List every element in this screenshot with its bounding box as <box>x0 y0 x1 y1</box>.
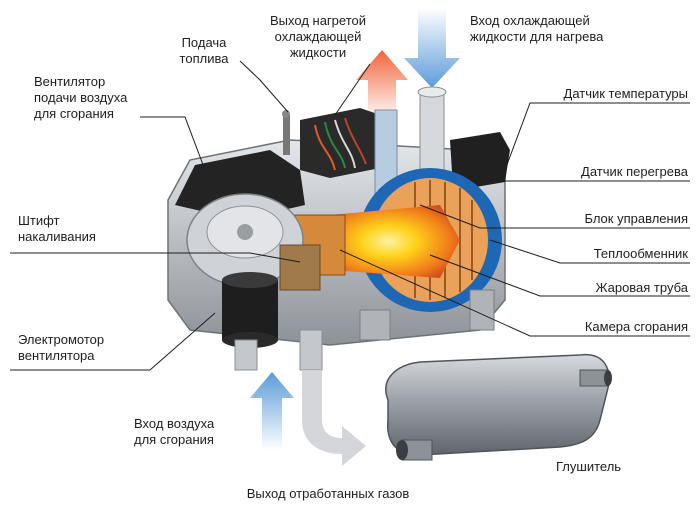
flame <box>330 205 460 278</box>
label-muffler: Глушитель <box>556 459 622 474</box>
fan-unit <box>186 193 321 291</box>
label-control-unit: Блок управления <box>584 211 688 226</box>
label-fuel-supply: Подача топлива <box>179 35 229 66</box>
exhaust-arrow <box>302 370 366 466</box>
air-inlet-arrow <box>250 372 294 450</box>
label-glow-pin: Штифт накаливания <box>18 213 96 244</box>
label-coolant-inlet: Вход охлаждающей жидкости для нагрева <box>470 13 604 44</box>
leader-lines <box>10 60 690 371</box>
muffler <box>385 354 612 461</box>
label-combustion-air-inlet: Вход воздуха для сгорания <box>134 416 215 447</box>
label-exhaust-outlet: Выход отработанных газов <box>246 486 410 501</box>
cold-coolant-arrow <box>404 8 460 88</box>
fan-motor <box>222 272 278 348</box>
label-temperature-sensor: Датчик температуры <box>563 86 688 101</box>
label-hot-coolant-outlet: Выход нагретой охлаждающей жидкости <box>270 13 366 60</box>
label-fan-motor: Электромотор вентилятора <box>18 332 105 363</box>
label-overheat-sensor: Датчик перегрева <box>581 164 688 179</box>
label-heat-exchanger: Теплообменник <box>593 246 688 261</box>
label-combustion-chamber: Камера сгорания <box>584 319 688 334</box>
label-combustion-air-fan: Вентилятор подачи воздуха для сгорания <box>34 74 128 121</box>
hot-coolant-arrow <box>356 50 408 120</box>
label-flame-tube: Жаровая труба <box>595 280 688 295</box>
